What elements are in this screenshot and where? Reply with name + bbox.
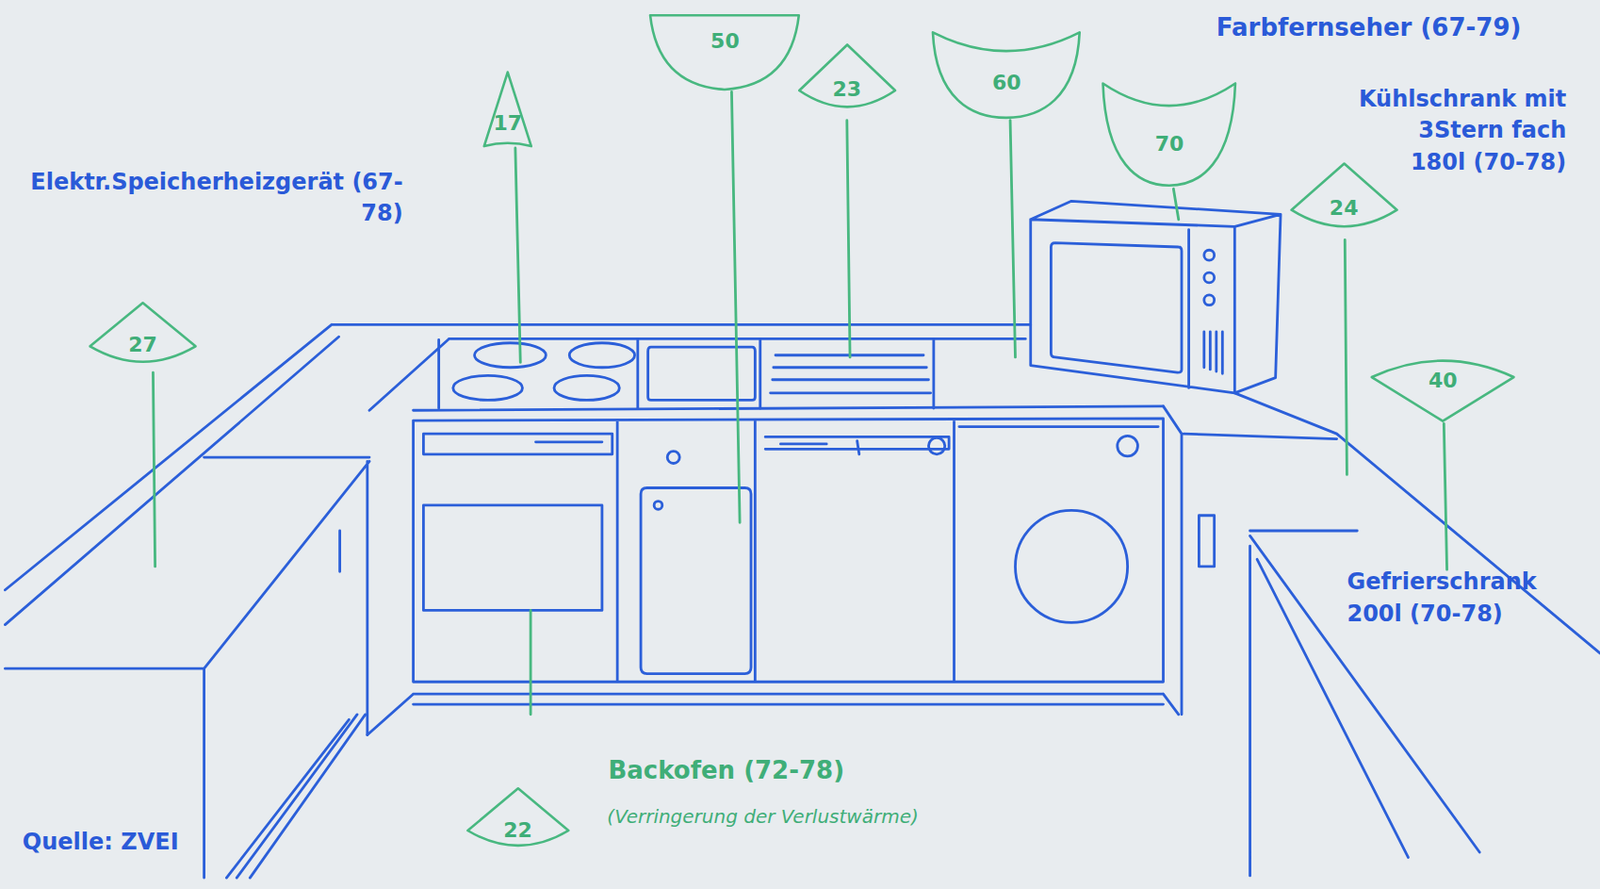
annotation-text: Elektr.Speicherheizgerät (67-78) [25,166,404,230]
callout-number: 17 [479,113,537,134]
annotation-text: Farbfernseher (67-79) [1216,10,1553,45]
hob [439,340,638,409]
drainer [770,340,934,409]
callout-outline-path [484,71,532,147]
callout-shape: 70 [1098,71,1240,190]
callout-number: 23 [796,79,898,100]
fridge [640,451,752,674]
base-cabinets [367,406,1179,735]
callout-number: 40 [1367,370,1519,392]
sink [648,340,761,409]
callout-number: 27 [86,334,199,356]
callout-outline [928,22,1085,121]
callout-number: 24 [1288,197,1401,219]
annotation-text: (Verringerung der Verlustwärme) [606,802,1056,830]
right-counter [1163,392,1600,876]
annotation-text: Gefrierschrank 200l (70-78) [1346,566,1582,630]
dishwasher [765,436,949,454]
callout-shape: 40 [1367,348,1519,424]
washing-machine [959,426,1159,623]
callout-shape: 27 [86,300,199,375]
callout-shape: 24 [1288,161,1401,240]
callout-shape: 60 [928,22,1085,121]
callout-shape: 23 [796,42,898,120]
callout-shape: 17 [479,69,537,149]
callout-shape: 50 [645,10,804,93]
oven [423,433,612,610]
callout-number: 70 [1098,133,1240,155]
television [1030,200,1281,393]
callout-outline [479,69,537,149]
callout-shape: 22 [464,785,572,858]
annotation-text: Quelle: ZVEI [22,826,228,859]
callout-outline-path [651,15,800,90]
annotation-text: Kühlschrank mit 3Stern fach 180l (70-78) [1356,83,1567,180]
callout-number: 50 [645,31,804,52]
annotation-text: Backofen (72-78) [607,752,935,787]
callout-number: 22 [464,819,572,841]
callout-number: 60 [928,72,1085,94]
callout-outline [1098,71,1240,190]
